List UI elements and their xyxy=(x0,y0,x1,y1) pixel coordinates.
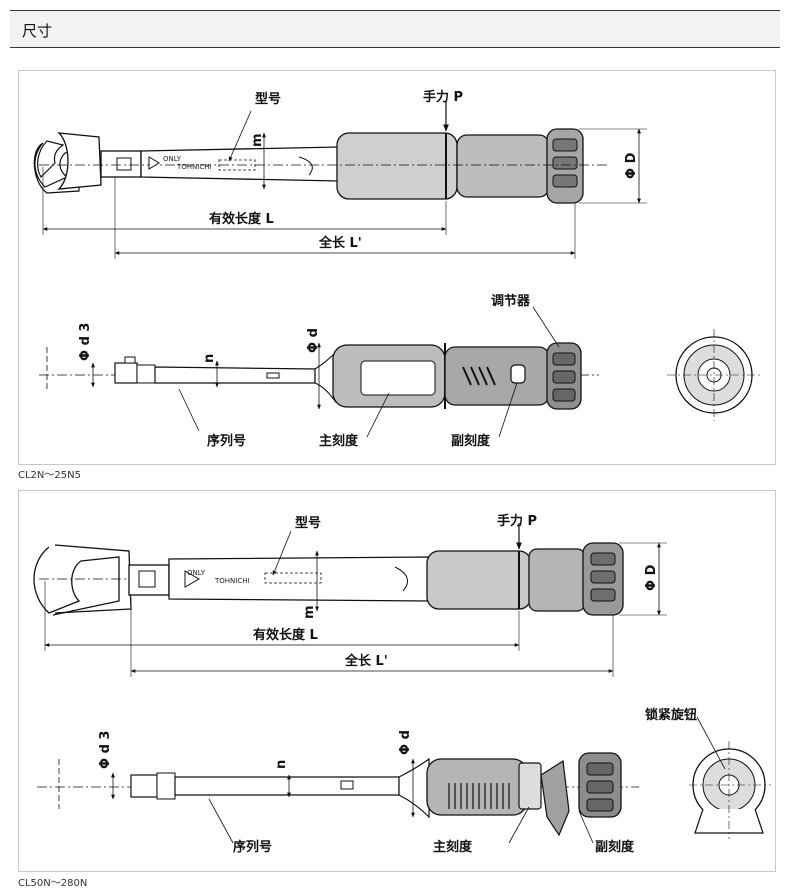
label-sub-scale-2: 副刻度 xyxy=(595,839,635,855)
label-phi-d-2: Φ d xyxy=(398,730,413,755)
label-total-length-2: 全长 L' xyxy=(344,653,388,669)
label-total-length: 全长 L' xyxy=(318,235,362,251)
wrench-drawing-small: 型号 手力 P 有效长度 L 全长 L' Φ D m 调节器 Φ d 3 n Φ… xyxy=(33,89,761,449)
label-model: 型号 xyxy=(255,91,281,107)
label-phi-D: Φ D xyxy=(624,152,639,179)
label-main-scale: 主刻度 xyxy=(319,433,359,449)
top-view-large xyxy=(33,523,667,677)
section-header: 尺寸 xyxy=(10,10,780,48)
label-adjuster: 调节器 xyxy=(491,293,531,309)
label-serial: 序列号 xyxy=(207,433,246,449)
brand-name: TOHNICHI xyxy=(176,163,212,171)
label-m: m xyxy=(250,133,265,147)
brand-name-2: TOHNICHI xyxy=(214,577,250,585)
label-main-scale-2: 主刻度 xyxy=(433,839,473,855)
brand-only-2: ONLY xyxy=(187,569,206,577)
brand-only: ONLY xyxy=(163,155,182,163)
top-view xyxy=(33,101,647,259)
side-view xyxy=(39,306,761,438)
label-phi-D-2: Φ D xyxy=(644,564,659,591)
label-n-2: n xyxy=(274,760,289,769)
wrench-drawing-large: 型号 手力 P 有效长度 L 全长 L' Φ D m 锁紧旋钮 Φ d 3 n … xyxy=(33,513,771,855)
label-sub-scale: 副刻度 xyxy=(451,433,491,449)
label-phi-d3-2: Φ d 3 xyxy=(98,731,113,769)
label-hand-force: 手力 P xyxy=(423,89,463,105)
label-effective-length-2: 有效长度 L xyxy=(253,627,318,643)
label-phi-d: Φ d xyxy=(306,328,321,353)
label-effective-length: 有效长度 L xyxy=(209,211,274,227)
label-lock-knob: 锁紧旋钮 xyxy=(645,707,697,723)
diagram-panel-large: 型号 手力 P 有效长度 L 全长 L' Φ D m 锁紧旋钮 Φ d 3 n … xyxy=(18,490,776,872)
caption-large: CL50N～280N xyxy=(18,878,88,889)
label-phi-d3: Φ d 3 xyxy=(78,323,93,361)
label-n: n xyxy=(202,354,217,363)
label-model-2: 型号 xyxy=(295,515,321,531)
section-title: 尺寸 xyxy=(22,22,53,40)
label-hand-force-2: 手力 P xyxy=(497,513,537,529)
side-view-large xyxy=(37,716,771,844)
label-serial-2: 序列号 xyxy=(233,839,272,855)
diagram-panel-small: 型号 手力 P 有效长度 L 全长 L' Φ D m 调节器 Φ d 3 n Φ… xyxy=(18,70,776,465)
caption-small: CL2N～25N5 xyxy=(18,470,81,481)
label-m-2: m xyxy=(302,605,317,619)
